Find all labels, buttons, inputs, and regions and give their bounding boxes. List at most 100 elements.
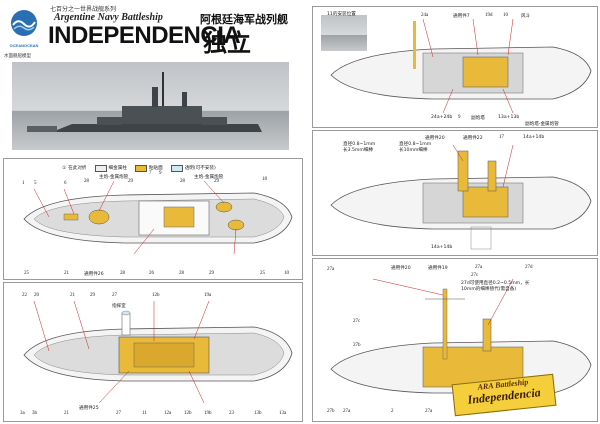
series-name: 七百分之一世界战舰系列	[50, 6, 117, 13]
step-3-panel: 通用件20 通用件19 27a 27d 27c 27d可使用直径0.2~0.5m…	[312, 258, 598, 422]
step-lower-deck-panel: 22 20 21 29 27 12b 19a 指挥室 通用件25 3a 3b 2…	[3, 282, 303, 422]
part-number: 9	[458, 115, 461, 120]
brand-name: OCEANOCEAN	[9, 43, 39, 48]
inset-label: 11的安装位置	[327, 12, 356, 17]
part-number: 21	[64, 271, 69, 276]
part-number: 27a	[327, 267, 335, 272]
part-number: 27a	[475, 265, 483, 270]
title-cn-small: 阿根廷海军战列舰	[200, 13, 288, 26]
part-number: 28	[84, 179, 89, 184]
lower-deck-drawing	[23, 300, 293, 404]
battleship-silhouette-icon	[27, 72, 262, 132]
part-number: 21	[64, 411, 69, 416]
part-number: 27a	[343, 409, 351, 414]
part-number: 6	[64, 181, 67, 186]
part-number: 19d	[485, 13, 493, 18]
part-number: 1	[22, 181, 25, 186]
callout: 副炮塔	[471, 116, 485, 121]
part-number: 12b	[152, 293, 160, 298]
rod-icon	[94, 164, 107, 172]
part-number: 29	[128, 179, 133, 184]
part-number: 10	[503, 13, 508, 18]
part-number: 27	[116, 411, 121, 416]
part-number: 25	[24, 271, 29, 276]
part-number: 12a	[164, 411, 172, 416]
part-number: 27b	[327, 409, 335, 414]
part-number: 27d	[525, 265, 533, 270]
part-number: 21	[70, 293, 75, 298]
callout: 24a+24b	[431, 115, 453, 120]
callout: 通用件22	[463, 136, 483, 141]
part-number: 5	[34, 181, 37, 186]
inset-photo	[321, 15, 367, 51]
title-en-small: Argentine Navy Battleship	[54, 12, 163, 23]
callout-conning-tower: 指挥室	[112, 304, 126, 309]
part-number: 29	[209, 271, 214, 276]
wave-logo-icon	[11, 10, 37, 36]
ship-photo	[12, 62, 289, 150]
callout-main-gun-2: 主炮-金属炮管	[194, 175, 224, 180]
part-number: 17	[499, 135, 504, 140]
part-number: 27c	[471, 273, 479, 278]
callout-rod-size: 直径0.8~1mm	[343, 142, 376, 147]
callout: 13a+13b	[498, 115, 520, 120]
part-number: 2	[391, 409, 394, 414]
step-1-drawing	[330, 18, 592, 114]
callout: 副炮塔-金属炮管	[525, 122, 559, 127]
callout-common-part: 通用件26	[84, 272, 104, 277]
upper-deck-drawing	[23, 180, 293, 255]
part-number: 13a	[279, 411, 287, 416]
part-number: 10	[284, 271, 289, 276]
step-2-drawing	[330, 144, 592, 250]
part-number: 24a	[421, 13, 429, 18]
part-number: 25	[260, 271, 265, 276]
callout: 风斗	[521, 14, 531, 19]
part-number: 3a	[20, 411, 25, 416]
part-number: 9	[159, 171, 162, 176]
legend-glue: 粘贴面	[134, 161, 163, 175]
callout: 通用件20	[391, 266, 411, 271]
part-number: 3b	[32, 411, 37, 416]
step-1-panel: 11的安装位置 24a 通用件7 19d 10 风斗 24a+24b 9 副炮塔…	[312, 6, 598, 128]
part-number: 28	[179, 271, 184, 276]
callout-rod-length: 长3.5mm细棒	[343, 148, 374, 153]
part-number: 20	[34, 293, 39, 298]
part-number: 19a	[204, 293, 212, 298]
callout: 通用件7	[453, 14, 470, 19]
part-number: 27	[112, 293, 117, 298]
callout-rod-size: 直径0.8~1mm	[399, 142, 432, 147]
legend-clear: 透明(可不安装)	[170, 161, 216, 175]
part-number: 11	[142, 411, 147, 416]
callout: 14a+14b	[431, 245, 453, 250]
clear-icon	[170, 164, 183, 172]
part-number: 19b	[204, 411, 212, 416]
part-number: 26	[149, 271, 154, 276]
part-number: 27a	[425, 409, 433, 414]
callout: 通用件20	[425, 136, 445, 141]
part-number: 23	[229, 411, 234, 416]
part-number: 28	[120, 271, 125, 276]
part-number: 29	[214, 179, 219, 184]
title-en-big: INDEPENDENCIA	[48, 22, 241, 49]
part-number: 22	[22, 293, 27, 298]
callout-main-gun-1: 主炮-金属炮管	[99, 175, 129, 180]
callout-common-part: 通用件25	[79, 406, 99, 411]
title-cn-big: 独立	[203, 29, 251, 57]
legend-rod: 细金属柱	[94, 161, 127, 175]
part-number: 29	[90, 293, 95, 298]
callout-rod-length: 长10mm细棒	[399, 148, 428, 153]
brand-label: 水面舰船模型	[4, 53, 31, 58]
part-number: 28	[180, 179, 185, 184]
part-number: 18	[262, 177, 267, 182]
callout-substitute-note: 27d可使用直径0.2~0.5mm，长10mm的细棒替代(需自备)	[461, 281, 530, 292]
callout: 通用件19	[428, 266, 448, 271]
glue-icon	[134, 164, 147, 172]
part-number: 12b	[184, 411, 192, 416]
part-number: 7	[149, 171, 152, 176]
callout: 14a+14b	[523, 135, 545, 140]
fold-icon: ①	[62, 165, 67, 171]
part-number: 27c	[353, 319, 361, 324]
